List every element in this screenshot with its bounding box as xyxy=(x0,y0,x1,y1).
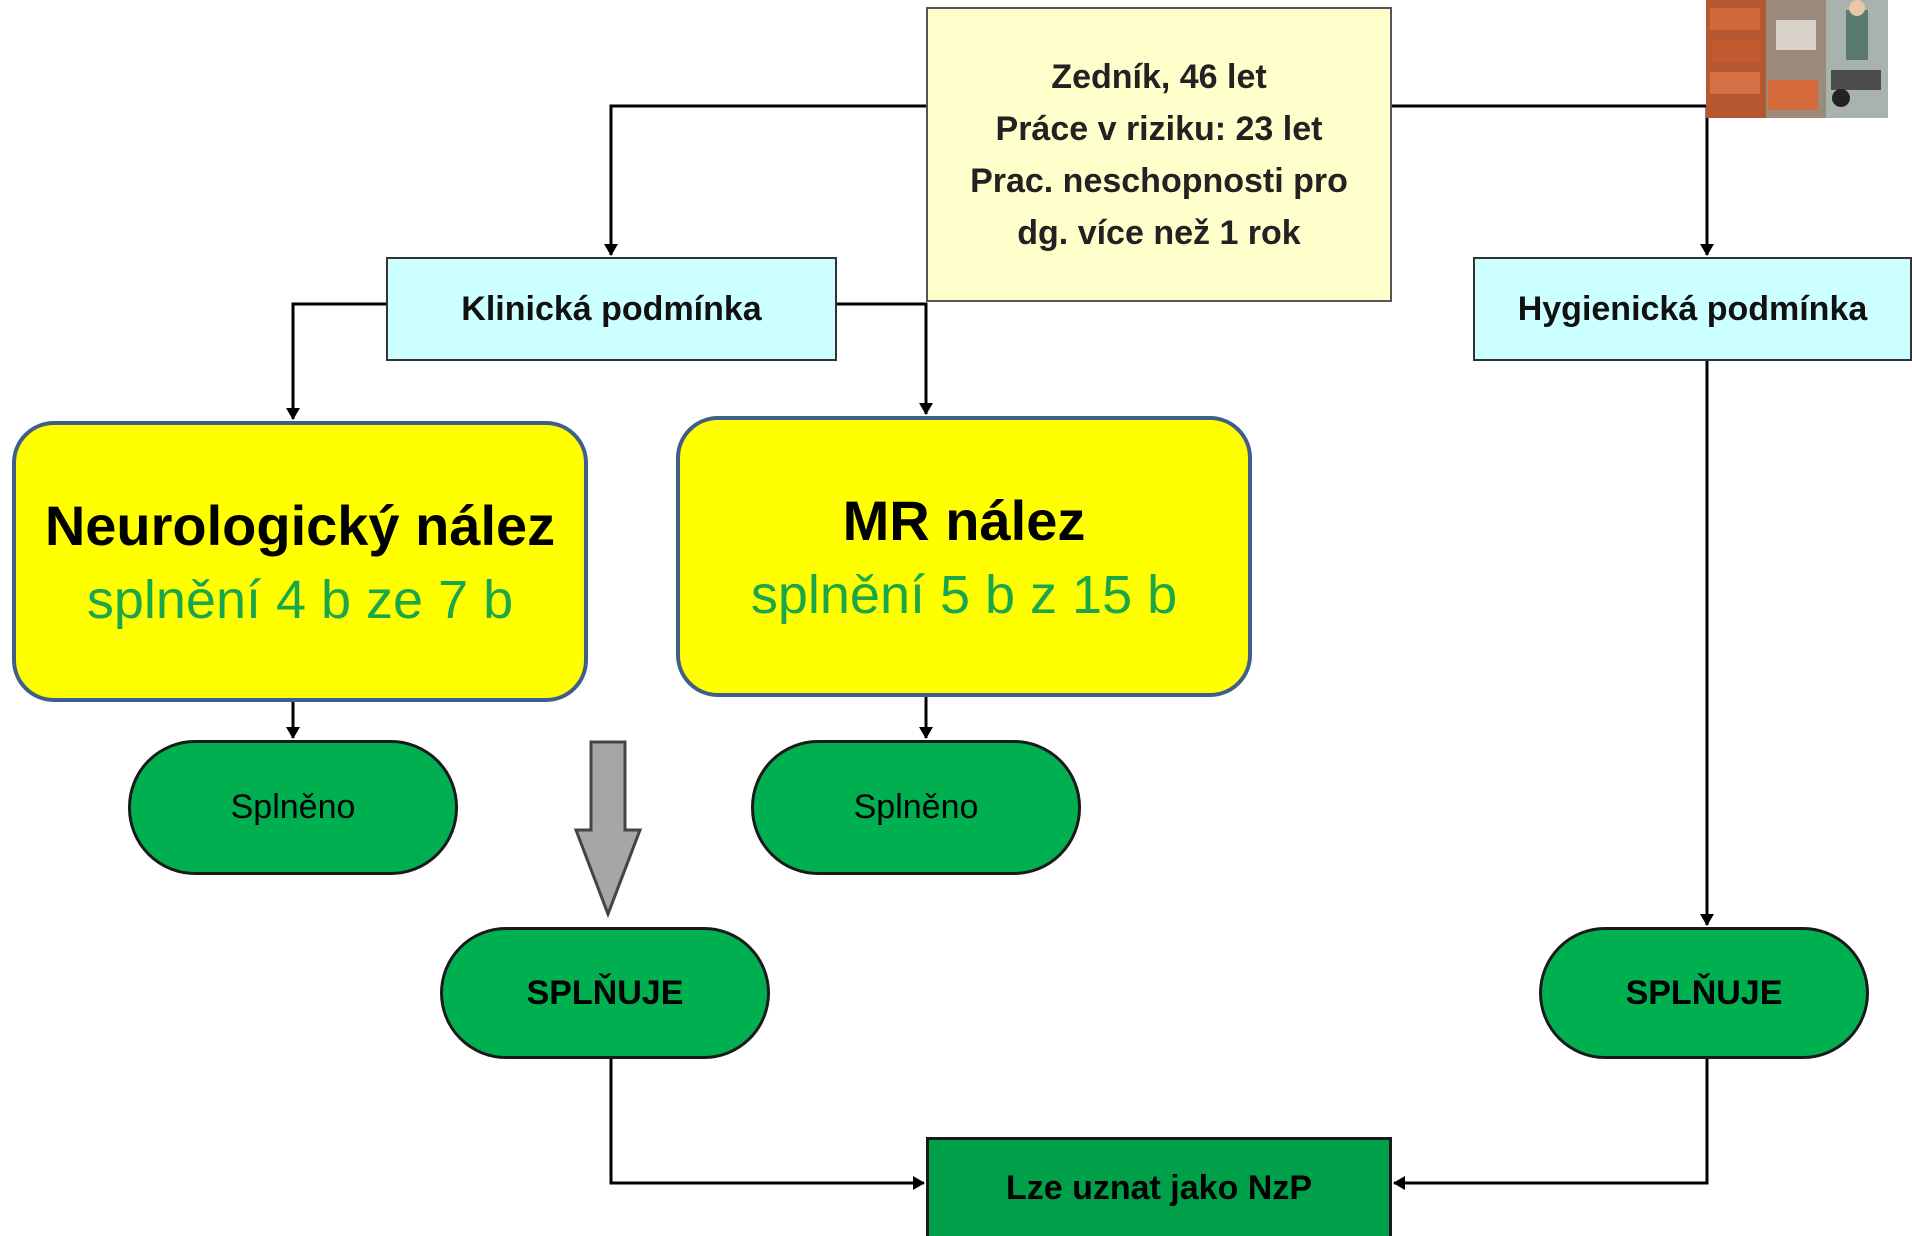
neuro-met-label: Splněno xyxy=(230,788,356,826)
hygienic-condition-box: Hygienická podmínka xyxy=(1473,257,1912,361)
neuro-met-pill: Splněno xyxy=(128,740,458,875)
neurological-finding-box: Neurologický nález splnění 4 b ze 7 b xyxy=(12,421,588,702)
hygienic-meets-label: SPLŇUJE xyxy=(1625,973,1783,1012)
patient-info-box: Zedník, 46 let Práce v riziku: 23 let Pr… xyxy=(926,7,1392,302)
result-label: Lze uznat jako NzP xyxy=(1005,1168,1313,1207)
patient-line-1: Zedník, 46 let xyxy=(1051,57,1267,96)
connector-patient-clinical xyxy=(604,104,926,256)
connector-clinical-mr xyxy=(837,302,933,415)
neurological-finding-title: Neurologický nález xyxy=(44,493,556,557)
mr-finding-title: MR nález xyxy=(842,488,1086,552)
mr-finding-score: splnění 5 b z 15 b xyxy=(750,564,1178,625)
clinical-meets-pill: SPLŇUJE xyxy=(440,927,770,1059)
connector-splnuje-result-left xyxy=(609,1059,925,1190)
mr-finding-box: MR nález splnění 5 b z 15 b xyxy=(676,416,1252,697)
mr-met-label: Splněno xyxy=(853,788,979,826)
connector-splnuje-result-right xyxy=(1393,1059,1709,1190)
mr-met-pill: Splněno xyxy=(751,740,1081,875)
gray-down-arrow xyxy=(573,740,643,919)
patient-line-4: dg. více než 1 rok xyxy=(1017,213,1301,252)
connector-clinical-neuro xyxy=(286,302,386,420)
patient-line-2: Práce v riziku: 23 let xyxy=(995,109,1323,148)
clinical-condition-box: Klinická podmínka xyxy=(386,257,837,361)
clinical-condition-label: Klinická podmínka xyxy=(461,289,762,328)
result-box: Lze uznat jako NzP xyxy=(926,1137,1392,1236)
patient-line-3: Prac. neschopnosti pro xyxy=(970,161,1348,200)
connector-patient-hygienic xyxy=(1392,104,1714,256)
clinical-meets-label: SPLŇUJE xyxy=(526,973,684,1012)
hygienic-condition-label: Hygienická podmínka xyxy=(1517,289,1868,328)
hygienic-meets-pill: SPLŇUJE xyxy=(1539,927,1869,1059)
bricklayer-photo xyxy=(1706,0,1888,118)
neurological-finding-score: splnění 4 b ze 7 b xyxy=(86,569,514,630)
